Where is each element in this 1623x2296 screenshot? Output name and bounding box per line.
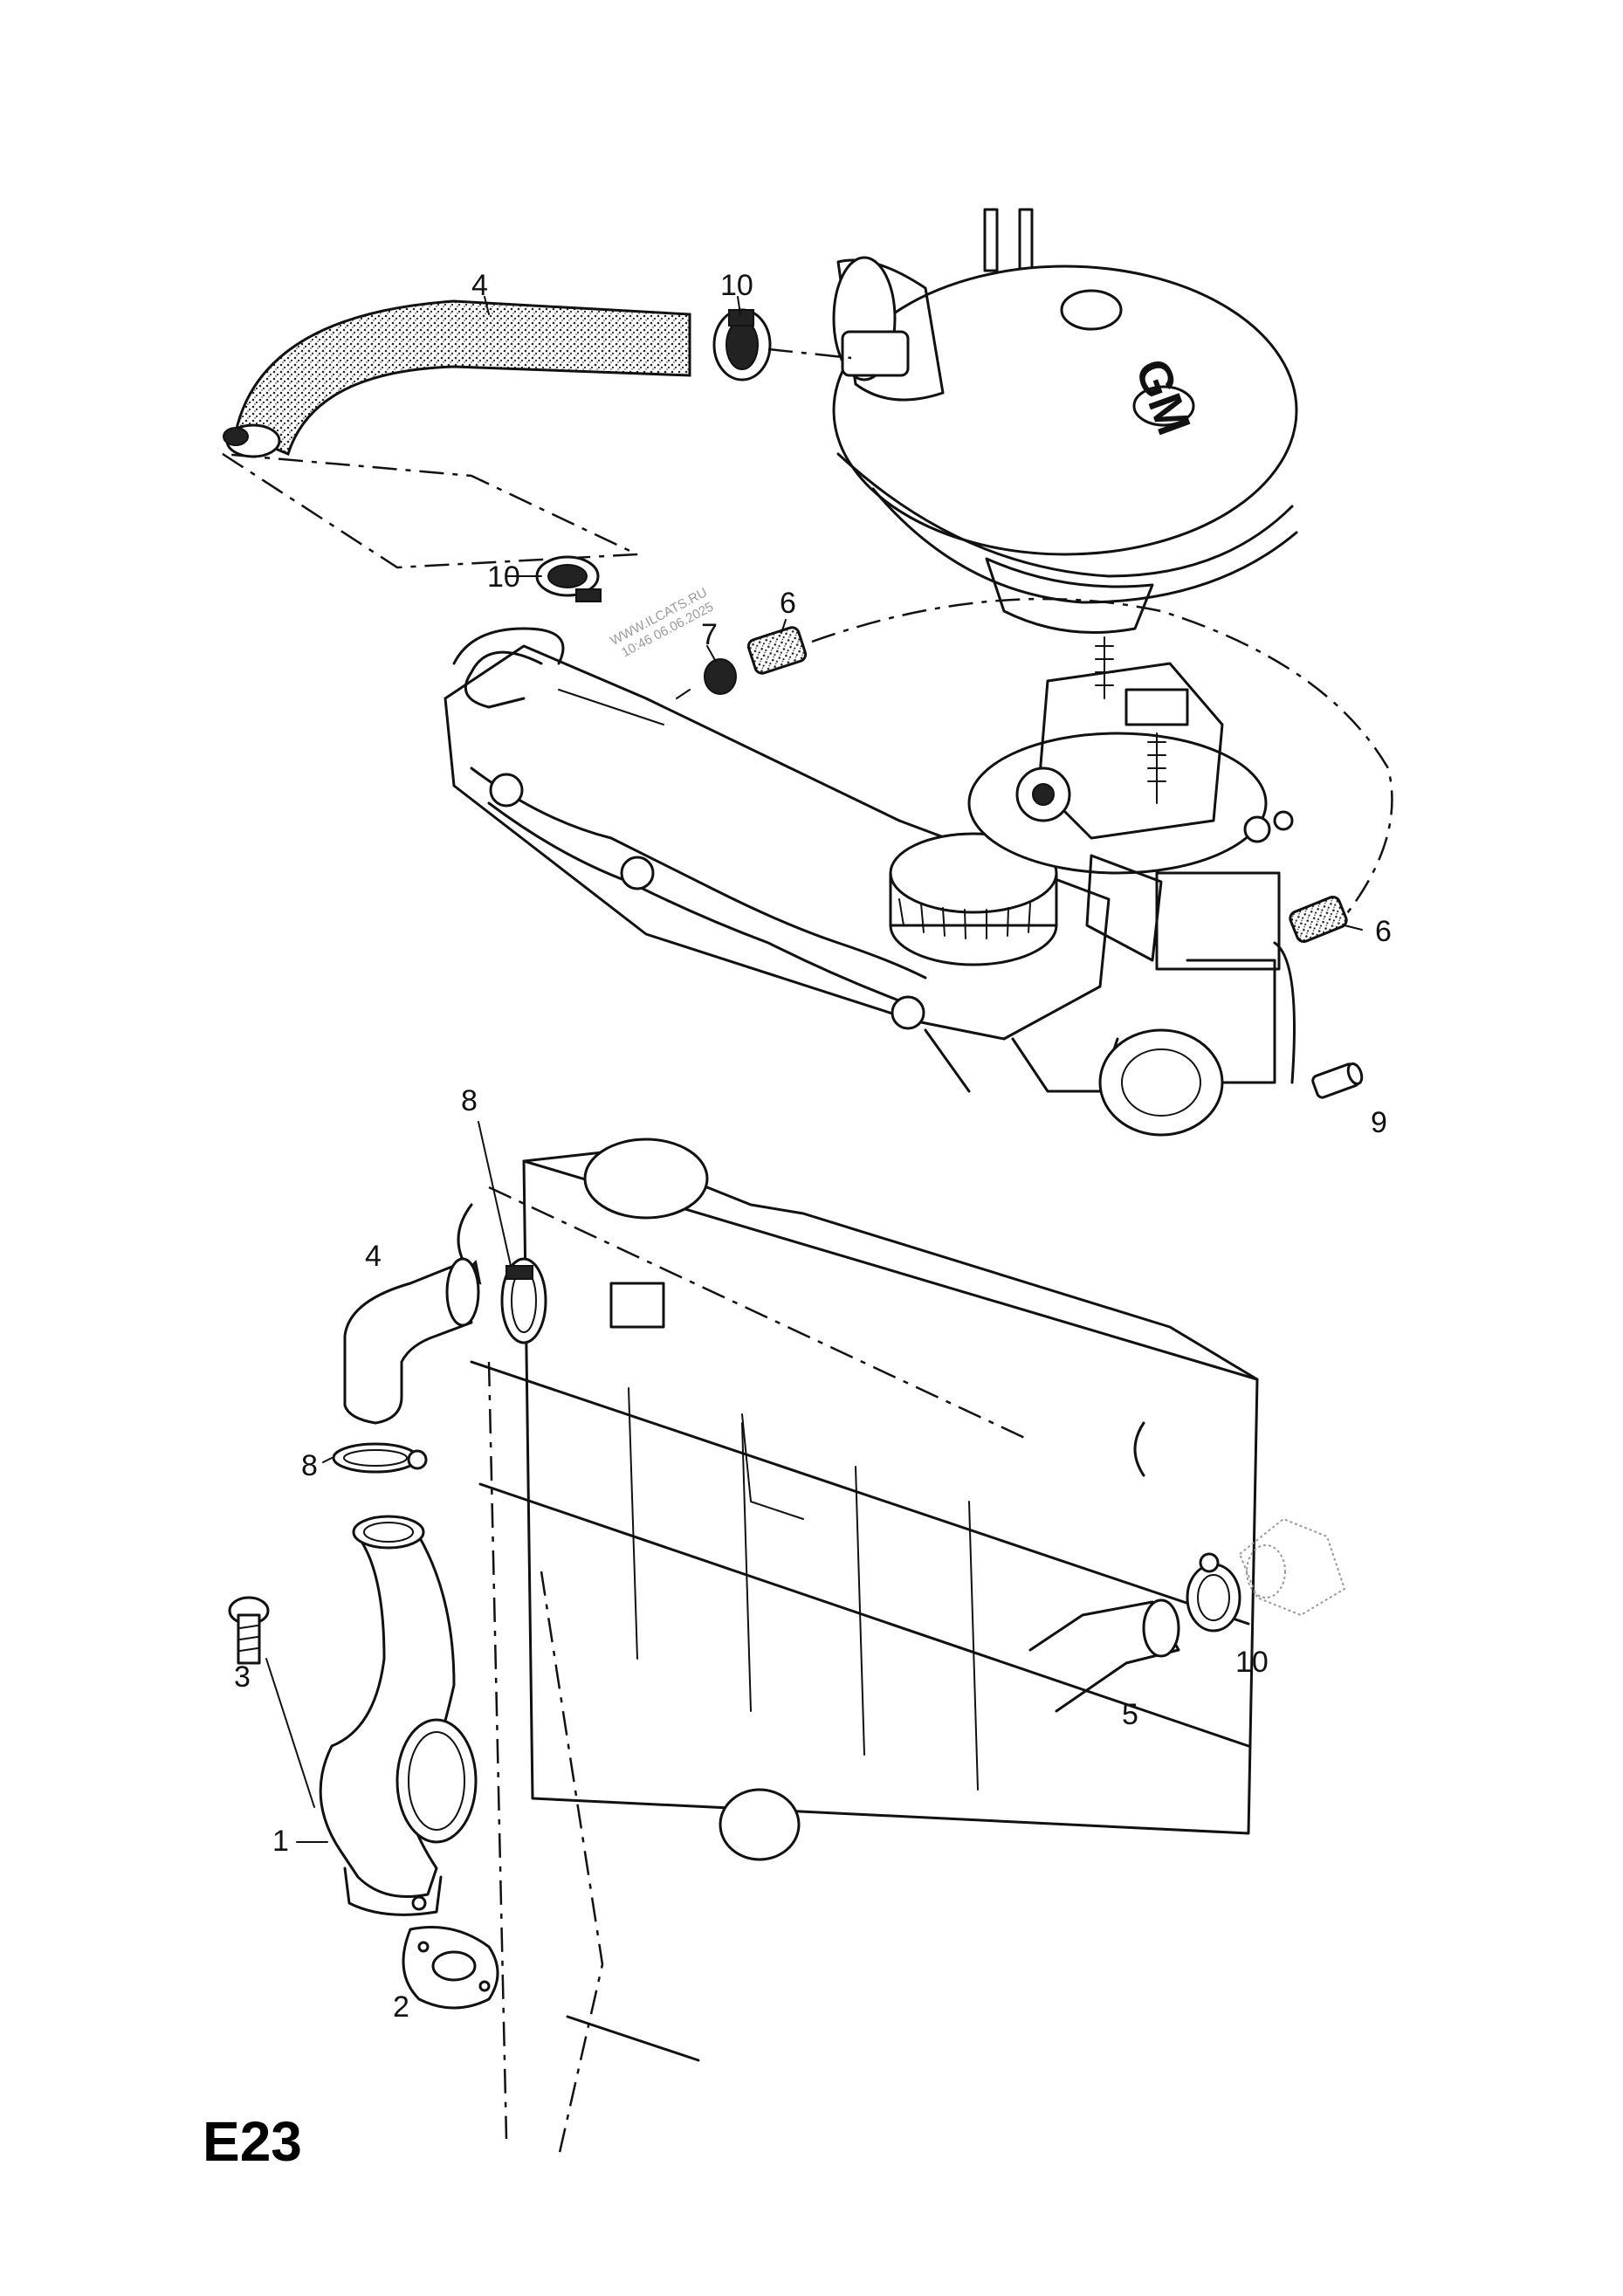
engine-block [470, 1138, 1259, 1861]
leader-lines [265, 296, 1363, 1843]
oil-filler-cap [889, 832, 1058, 966]
bolt-part-3 [228, 1596, 270, 1665]
callout-2: 2 [393, 1990, 409, 2024]
hose-clamp-upper [712, 308, 772, 382]
hose-clamp-part-8-upper [500, 1257, 547, 1344]
breather-hose-upper [223, 299, 691, 458]
ghost-fitting [1238, 1517, 1346, 1617]
sleeve-part-9 [1311, 1062, 1364, 1099]
callout-1: 1 [272, 1825, 289, 1858]
small-connectors [676, 626, 1348, 944]
callout-5-lower: 5 [1122, 1698, 1138, 1731]
breather-hose-lower [1028, 1598, 1180, 1713]
elbow-hose-part-4 [343, 1257, 480, 1425]
hose-clamp-middle [535, 555, 602, 602]
carburetor [967, 636, 1296, 1084]
gasket-part-2 [402, 1926, 499, 2010]
page-code: E23 [203, 2110, 302, 2173]
callout-5-upper: 4 [471, 269, 488, 302]
callout-10-middle: 10 [487, 560, 520, 594]
callout-10-upper: 10 [720, 269, 753, 302]
water-pipe-part-1 [319, 1515, 478, 1916]
callout-3: 3 [234, 1660, 251, 1694]
callout-8-lower: 8 [301, 1449, 318, 1482]
callout-4: 4 [365, 1240, 382, 1273]
callout-6-upper: 6 [780, 587, 796, 620]
callout-10-lower: 10 [1235, 1646, 1269, 1679]
air-cleaner-housing: GM [832, 208, 1298, 634]
callout-7: 7 [701, 618, 718, 651]
callout-6-lower: 6 [1375, 915, 1392, 948]
callout-labels: 4 10 10 6 7 6 9 8 4 8 3 1 2 10 5 [234, 269, 1392, 2024]
callout-9: 9 [1371, 1106, 1387, 1139]
hose-clamp-part-8-lower [332, 1442, 428, 1474]
callout-8-upper: 8 [461, 1084, 478, 1117]
hose-clamp-lower [1186, 1552, 1241, 1633]
valve-cover [444, 627, 1111, 1041]
cylinder-head-front [924, 1028, 1224, 1137]
